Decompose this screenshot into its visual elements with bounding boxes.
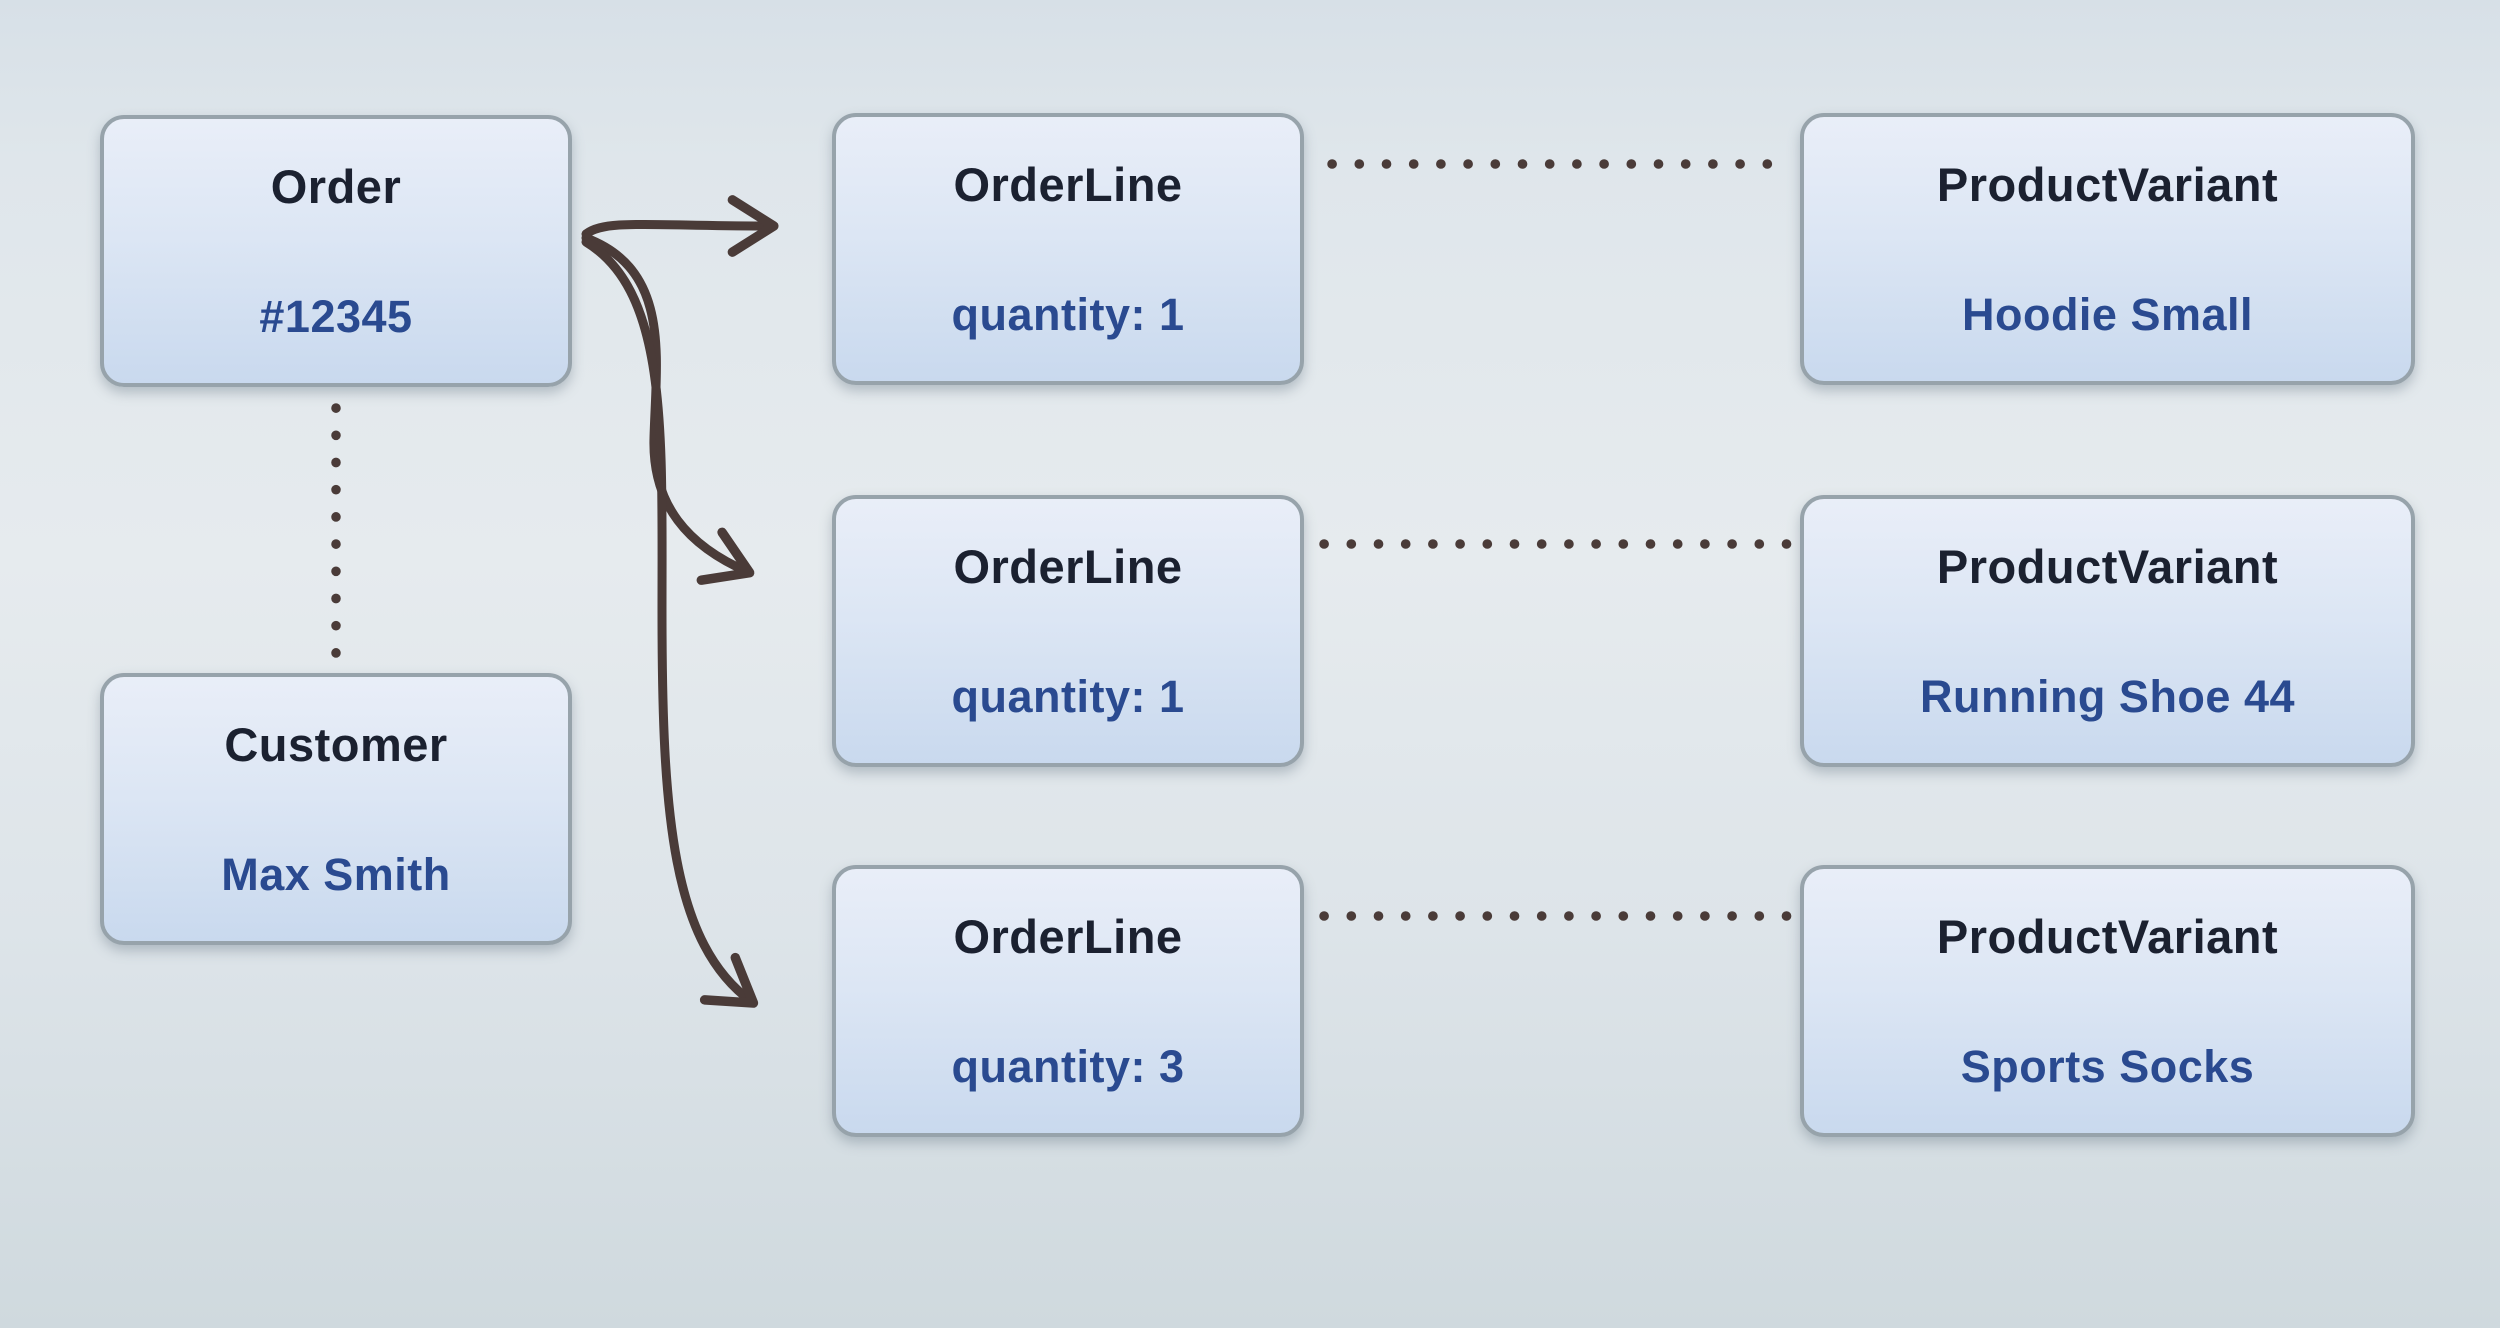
node-productvariant-2: ProductVariant Running Shoe 44 [1800,495,2415,767]
node-productvariant-3-title: ProductVariant [1936,910,2279,963]
node-productvariant-1-value: Hoodie Small [1961,288,2254,340]
node-customer-value: Max Smith [221,848,451,900]
node-productvariant-1-title: ProductVariant [1936,158,2279,211]
node-productvariant-3-value: Sports Socks [1960,1040,2255,1092]
node-customer: Customer Max Smith [100,673,572,945]
node-productvariant-1: ProductVariant Hoodie Small [1800,113,2415,385]
node-productvariant-2-value: Running Shoe 44 [1919,670,2295,722]
node-orderline-2: OrderLine quantity: 1 [832,495,1304,767]
arrow-order-to-orderline-2 [581,233,755,585]
node-orderline-3-title: OrderLine [953,910,1183,963]
node-orderline-1: OrderLine quantity: 1 [832,113,1304,385]
node-customer-title: Customer [224,718,448,771]
arrow-order-to-orderline-1 [581,195,779,257]
node-order-value: #12345 [259,290,413,342]
arrow-order-to-orderline-3 [581,237,759,1008]
node-order-title: Order [270,160,402,213]
node-orderline-2-value: quantity: 1 [951,670,1185,722]
node-productvariant-3: ProductVariant Sports Socks [1800,865,2415,1137]
node-orderline-1-title: OrderLine [953,158,1183,211]
node-orderline-1-value: quantity: 1 [951,288,1185,340]
node-productvariant-2-title: ProductVariant [1936,540,2279,593]
node-orderline-3: OrderLine quantity: 3 [832,865,1304,1137]
node-order: Order #12345 [100,115,572,387]
node-orderline-2-title: OrderLine [953,540,1183,593]
node-orderline-3-value: quantity: 3 [951,1040,1185,1092]
